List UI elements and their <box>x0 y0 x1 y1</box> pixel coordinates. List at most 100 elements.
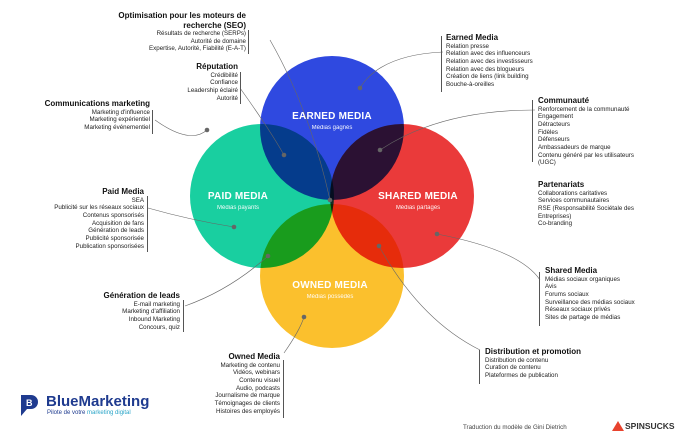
svg-text:B: B <box>26 398 33 408</box>
owned-media-subtitle: Médias possédés <box>306 294 354 300</box>
list-item: Défenseurs <box>538 136 570 144</box>
lead-generation-block: Génération de leads E-mail marketing Mar… <box>70 291 180 331</box>
list-item: Détracteurs <box>538 120 570 128</box>
list-item: Marketing expérientiel <box>89 116 150 124</box>
list-item: Publicité sur les réseaux sociaux <box>54 204 144 212</box>
seo-rule <box>248 30 249 54</box>
list-item: Collaborations caritatives <box>538 189 608 197</box>
list-item: Acquisition de fans <box>92 219 144 227</box>
list-item: Autorité de domaine <box>190 37 246 45</box>
reputation-rule <box>240 72 241 104</box>
list-item: Renforcement de la communauté <box>538 105 630 113</box>
communications-block: Communications marketing Marketing d'inf… <box>40 99 150 132</box>
list-item: Sites de partage de médias <box>545 314 621 322</box>
owned-media-block: Owned Media Marketing de contenu Vidéos,… <box>180 352 280 415</box>
list-item: Histoires des employés <box>216 407 280 415</box>
earned-media-block-title: Earned Media <box>446 33 499 42</box>
list-item: Marketing d'affiliation <box>122 308 180 316</box>
distribution-block: Distribution et promotion Distribution d… <box>485 347 615 380</box>
earned-media-subtitle: Médias gagnés <box>311 125 353 131</box>
list-item: Médias sociaux organiques <box>545 275 620 283</box>
list-item: Publication sponsorisées <box>75 242 144 250</box>
owned-media-title: OWNED MEDIA <box>292 280 368 291</box>
list-item: Contenu visuel <box>239 376 280 384</box>
logo-tagline: Pilote de votre marketing digital <box>47 410 131 416</box>
community-rule <box>532 100 533 162</box>
list-item: Marketing d'influence <box>91 108 150 116</box>
list-item: Audio, podcasts <box>235 384 280 392</box>
logo-tagline-text: Pilote de votre <box>47 410 86 416</box>
list-item: Contenus sponsorisés <box>82 211 144 219</box>
bluemarketing-logo-icon: B <box>21 395 38 416</box>
lead-generation-title: Génération de leads <box>103 291 180 300</box>
list-item: Fidèles <box>538 128 558 136</box>
list-item: Expertise, Autorité, Fiabilité (E-A-T) <box>149 45 246 53</box>
distribution-rule <box>479 350 480 384</box>
list-item: Concours, quiz <box>138 323 180 331</box>
owned-media-block-title: Owned Media <box>228 352 280 361</box>
lead-generation-rule <box>183 300 184 332</box>
list-item: Publicité sponsorisée <box>85 235 144 243</box>
list-item: Journalisme de marque <box>215 392 280 400</box>
list-item: Curation de contenu <box>485 364 541 372</box>
partnerships-title: Partenariats <box>538 180 585 189</box>
shared-media-rule <box>539 272 540 326</box>
list-item: Marketing de contenu <box>220 361 280 369</box>
paid-media-subtitle: Médias payants <box>216 205 260 211</box>
list-item: Leadership éclairé <box>187 86 238 94</box>
seo-block: Optimisation pour les moteurs de recherc… <box>96 11 246 53</box>
list-item: E-mail marketing <box>133 300 180 308</box>
distribution-title: Distribution et promotion <box>485 347 581 356</box>
owned-media-rule <box>283 360 284 418</box>
shared-media-title: SHARED MEDIA <box>378 191 458 202</box>
community-block: Communauté Renforcement de la communauté… <box>538 96 678 167</box>
partnerships-block: Partenariats Collaborations caritatives … <box>538 180 678 228</box>
list-item: RSE (Responsabilité Sociétale des <box>538 204 634 212</box>
list-item: Bouche-à-oreilles <box>446 81 495 89</box>
owned-circle <box>260 204 404 348</box>
list-item: Création de liens (link building <box>446 73 529 81</box>
list-item: Autorité <box>216 94 238 102</box>
connector-lines <box>147 39 541 354</box>
list-item: Crédibilité <box>210 71 238 79</box>
list-item: Surveillance des médias sociaux <box>545 298 635 306</box>
spinsucks-brand: SPINSUCKS <box>625 421 675 431</box>
seo-title: Optimisation pour les moteurs de recherc… <box>118 11 246 30</box>
communications-title: Communications marketing <box>44 99 150 108</box>
list-item: Avis <box>545 283 557 291</box>
spinsucks-icon <box>612 421 624 431</box>
list-item: Inbound Marketing <box>128 315 180 323</box>
earned-media-title: EARNED MEDIA <box>292 111 372 122</box>
list-item: Forums sociaux <box>545 290 589 298</box>
list-item: Relation avec des blogueurs <box>446 65 525 73</box>
communications-rule <box>152 110 153 134</box>
shared-media-block-title: Shared Media <box>545 266 598 275</box>
list-item: Co-branding <box>538 220 573 228</box>
list-item: Plateformes de publication <box>485 371 558 379</box>
earned-media-rule <box>441 36 442 92</box>
credit-text: Traduction du modèle de Gini Dietrich <box>463 424 567 431</box>
list-item: Vidéos, webinars <box>232 369 280 377</box>
list-item: Entreprises) <box>538 212 572 220</box>
list-item: Relation avec des influenceurs <box>446 50 531 58</box>
reputation-block: Réputation Crédibilité Confiance Leaders… <box>146 62 238 102</box>
list-item: Résultats de recherche (SERPs) <box>156 30 246 37</box>
list-item: SEA <box>131 196 144 204</box>
list-item: Services communautaires <box>538 197 610 205</box>
paid-media-block: Paid Media SEA Publicité sur les réseaux… <box>34 187 144 250</box>
list-item: Relation avec des investisseurs <box>446 57 533 65</box>
list-item: Réseaux sociaux privés <box>545 306 611 314</box>
community-title: Communauté <box>538 96 590 105</box>
list-item: (UGC) <box>538 159 556 167</box>
paid-media-title: PAID MEDIA <box>207 191 269 202</box>
paid-media-rule <box>147 196 148 252</box>
earned-media-block: Earned Media Relation presse Relation av… <box>446 33 566 89</box>
list-item: Confiance <box>210 79 238 87</box>
list-item: Marketing événementiel <box>84 123 150 131</box>
list-item: Relation presse <box>446 42 489 50</box>
list-item: Distribution de contenu <box>485 356 549 364</box>
list-item: Ambassadeurs de marque <box>538 144 611 152</box>
list-item: Génération de leads <box>88 227 144 235</box>
list-item: Contenu généré par les utilisateurs <box>538 151 634 159</box>
